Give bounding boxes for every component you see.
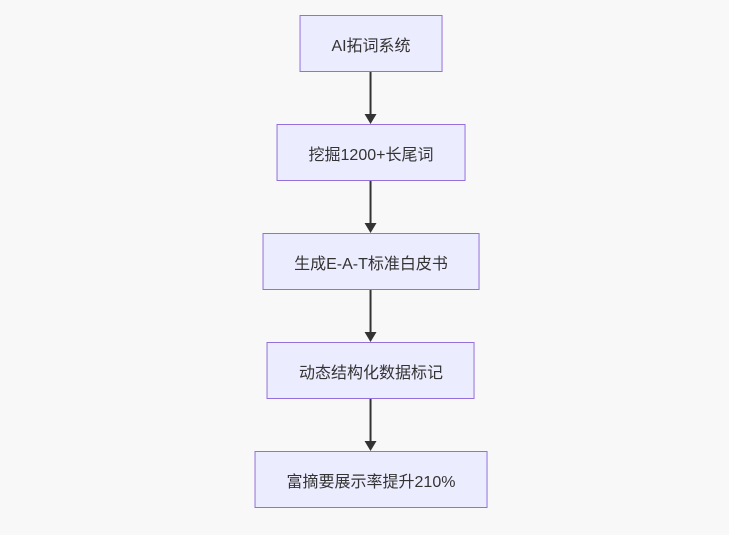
arrow-down-icon <box>365 441 377 451</box>
flow-node-structured-data: 动态结构化数据标记 <box>266 342 475 399</box>
arrow-connector <box>365 290 377 342</box>
arrow-connector <box>365 181 377 233</box>
arrow-down-icon <box>365 114 377 124</box>
flow-node-longtail-mining: 挖掘1200+长尾词 <box>276 124 466 181</box>
arrow-line <box>370 72 372 115</box>
arrow-line <box>370 290 372 333</box>
arrow-connector <box>365 399 377 451</box>
flow-node-ai-word-system: AI拓词系统 <box>299 15 443 72</box>
node-label: 生成E-A-T标准白皮书 <box>294 255 448 273</box>
node-label: AI拓词系统 <box>331 37 411 55</box>
arrow-connector <box>365 72 377 124</box>
flowchart: AI拓词系统 挖掘1200+长尾词 生成E-A-T标准白皮书 动态结构化数据标记… <box>254 15 488 508</box>
arrow-line <box>370 181 372 224</box>
node-label: 挖掘1200+长尾词 <box>308 146 434 164</box>
flow-node-rich-snippet-result: 富摘要展示率提升210% <box>254 451 488 508</box>
flow-node-eat-whitepaper: 生成E-A-T标准白皮书 <box>262 233 480 290</box>
node-label: 富摘要展示率提升210% <box>286 473 456 491</box>
arrow-down-icon <box>365 223 377 233</box>
arrow-down-icon <box>365 332 377 342</box>
node-label: 动态结构化数据标记 <box>298 364 443 382</box>
arrow-line <box>370 399 372 442</box>
